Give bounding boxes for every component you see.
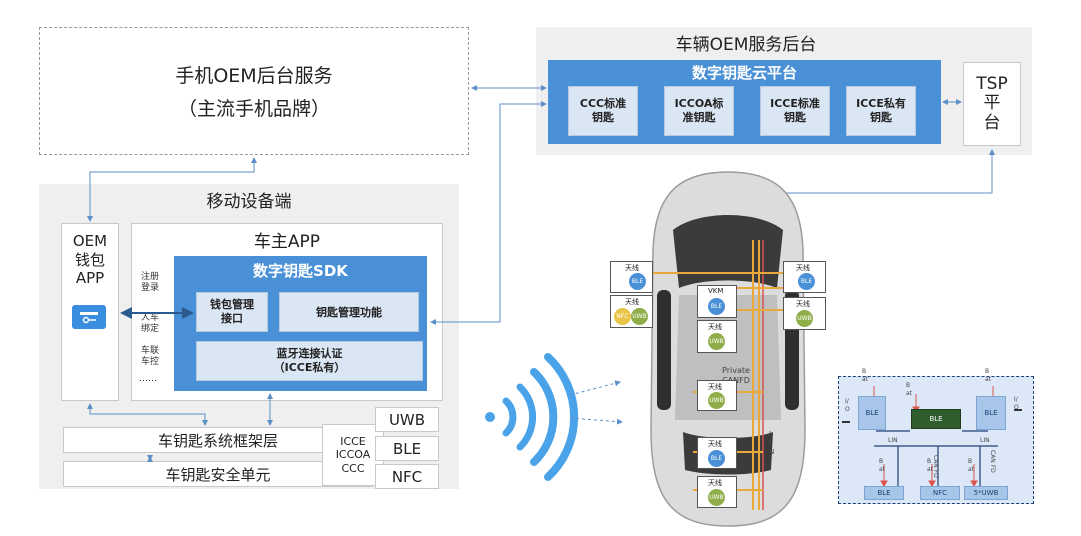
- radio-nfc: NFC: [375, 464, 439, 489]
- oem-wallet-label: OEM 钱包 APP: [72, 231, 108, 288]
- wallet-key-icon: [72, 305, 106, 329]
- tsp-platform: TSP 平 台: [963, 62, 1021, 146]
- net-ble-left: BLE: [858, 396, 886, 430]
- phone-oem-title: 手机OEM后台服务: [175, 65, 333, 87]
- antenna-rear: 天线 UWB: [697, 476, 737, 508]
- nfc-dot: NFC: [614, 308, 631, 325]
- secure-unit: 车钥匙安全单元: [63, 461, 373, 487]
- net-canfd-2: CAN FD: [989, 450, 996, 473]
- antenna-center-2: 天线 UWB: [697, 380, 737, 411]
- net-bat-left: B at: [862, 368, 869, 383]
- net-bat-mid: B at: [906, 382, 913, 397]
- antenna-front-right: 天线 BLE: [783, 261, 826, 293]
- antenna-center-1: 天线 UWB: [697, 320, 737, 353]
- wireless-signal-icon: [485, 353, 579, 481]
- uwb-dot: UWB: [631, 308, 648, 325]
- net-ble-main: BLE: [911, 409, 961, 429]
- side-label-register: 注册 登录: [141, 272, 160, 294]
- antenna-center-3: 天线 BLE: [697, 437, 737, 469]
- net-bat-b2: B at: [927, 458, 934, 473]
- antenna-front-left: 天线 BLE: [610, 261, 653, 293]
- antenna-right-2: 天线 UWB: [783, 297, 826, 330]
- owner-app-title: 车主APP: [253, 231, 321, 252]
- lin-label: L I N: [769, 430, 775, 456]
- antenna-left-2: 天线 NFC UWB: [610, 295, 653, 328]
- net-bottom-nfc: NFC: [920, 486, 960, 500]
- icce-key-box: ICCE标准 钥匙: [760, 86, 830, 136]
- net-io-right: I/ O: [1014, 396, 1019, 411]
- sdk-title: 数字钥匙SDK: [253, 261, 348, 280]
- radio-ble: BLE: [375, 436, 439, 461]
- cloud-platform-title: 数字钥匙云平台: [691, 63, 797, 82]
- key-management-box: 钥匙管理功能: [279, 292, 419, 332]
- net-bat-b3: B at: [968, 458, 975, 473]
- icce-private-key-box: ICCE私有 钥匙: [846, 86, 916, 136]
- net-lin-right: LIN: [980, 437, 990, 444]
- net-bat-right: B at: [985, 368, 992, 383]
- net-lin-left: LIN: [888, 437, 898, 444]
- ble-dot: BLE: [629, 273, 646, 290]
- net-ble-right: BLE: [976, 396, 1006, 430]
- net-bat-b1: B at: [879, 458, 886, 473]
- net-canfd-1: CAN FD: [932, 455, 939, 478]
- framework-layer: 车钥匙系统框架层: [63, 427, 373, 453]
- bt-auth-box: 蓝牙连接认证 （ICCE私有）: [196, 341, 423, 381]
- vehicle-oem-title: 车辆OEM服务后台: [675, 34, 817, 55]
- radio-uwb: UWB: [375, 407, 439, 432]
- iccoa-key-box: ICCOA标 准钥匙: [664, 86, 734, 136]
- side-label-control: 车联 车控: [141, 346, 160, 368]
- phone-oem-backend: 手机OEM后台服务 （主流手机品牌）: [39, 27, 469, 155]
- wallet-interface-box: 钱包管理 接口: [196, 292, 268, 332]
- net-io-left: I/ O: [845, 398, 850, 413]
- side-label-more: ……: [139, 374, 157, 384]
- phone-oem-subtitle: （主流手机品牌）: [177, 98, 330, 120]
- vkm-module: VKM BLE: [697, 285, 737, 318]
- net-bottom-ble: BLE: [864, 486, 904, 500]
- ccc-key-box: CCC标准 钥匙: [568, 86, 638, 136]
- net-bottom-uwb: 5*UWB: [964, 486, 1008, 500]
